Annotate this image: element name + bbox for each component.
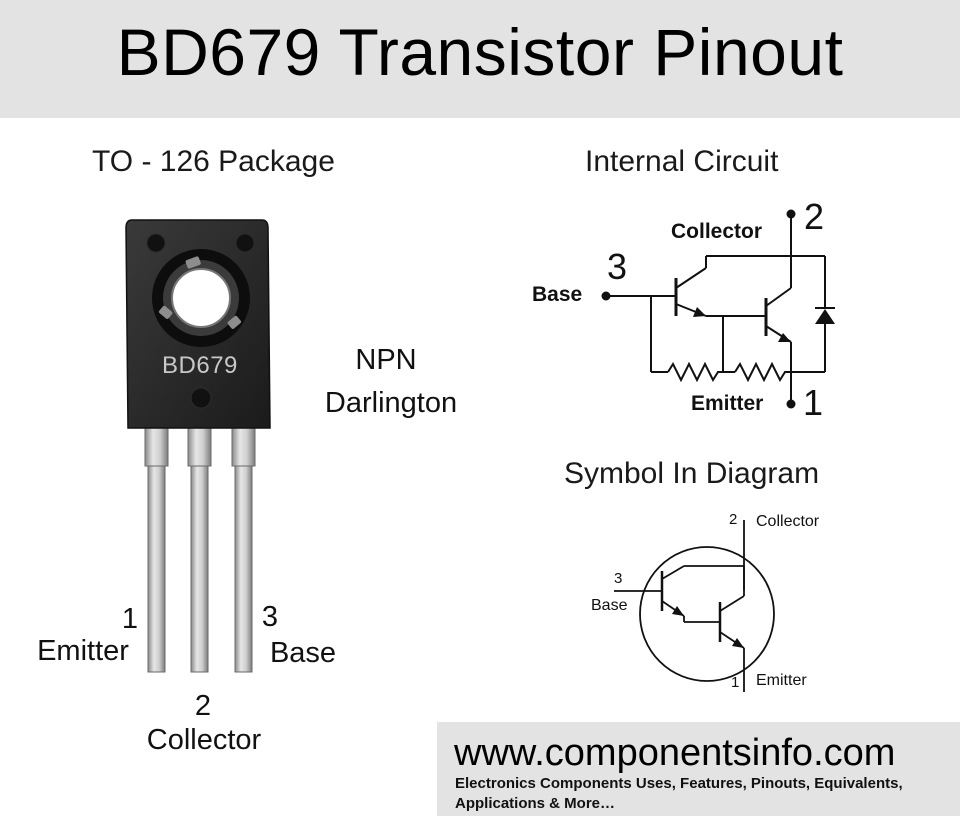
ic-emitter-label: Emitter xyxy=(691,392,764,415)
page-title: BD679 Transistor Pinout xyxy=(116,15,844,89)
base-pin-number: 3 xyxy=(261,601,279,633)
ic-base-number: 3 xyxy=(607,246,628,287)
ic-collector-number: 2 xyxy=(804,196,825,237)
sym-emitter-label: Emitter xyxy=(756,672,807,689)
package-marking: BD679 xyxy=(162,352,238,379)
ic-emitter-number: 1 xyxy=(803,382,824,423)
sym-base-label: Base xyxy=(591,597,628,614)
website-link[interactable]: www.componentsinfo.com xyxy=(454,732,896,774)
base-pin-label: Base xyxy=(269,637,337,669)
darlington-label: Darlington xyxy=(324,387,458,419)
sym-collector-label: Collector xyxy=(756,513,820,530)
title-banner: BD679 Transistor Pinout xyxy=(0,0,960,118)
pin-legs xyxy=(144,425,256,673)
transistor-body xyxy=(125,219,271,429)
sym-base-number: 3 xyxy=(614,570,623,587)
ic-collector-label: Collector xyxy=(671,220,763,243)
collector-pin-label: Collector xyxy=(146,724,262,756)
emitter-pin-number: 1 xyxy=(121,603,139,635)
symbol-heading: Symbol In Diagram xyxy=(564,457,820,490)
collector-pin-number: 2 xyxy=(194,690,212,722)
ic-base-label: Base xyxy=(532,283,583,306)
footer-banner: www.componentsinfo.com Electronics Compo… xyxy=(437,722,960,816)
footer-tagline: Electronics Components Uses, Features, P… xyxy=(455,775,903,812)
internal-circuit-heading: Internal Circuit xyxy=(585,145,779,178)
package-heading: TO - 126 Package xyxy=(92,145,335,178)
npn-label: NPN xyxy=(355,344,417,376)
sym-collector-number: 2 xyxy=(729,511,738,528)
sym-emitter-number: 1 xyxy=(731,674,740,691)
emitter-pin-label: Emitter xyxy=(37,635,129,667)
